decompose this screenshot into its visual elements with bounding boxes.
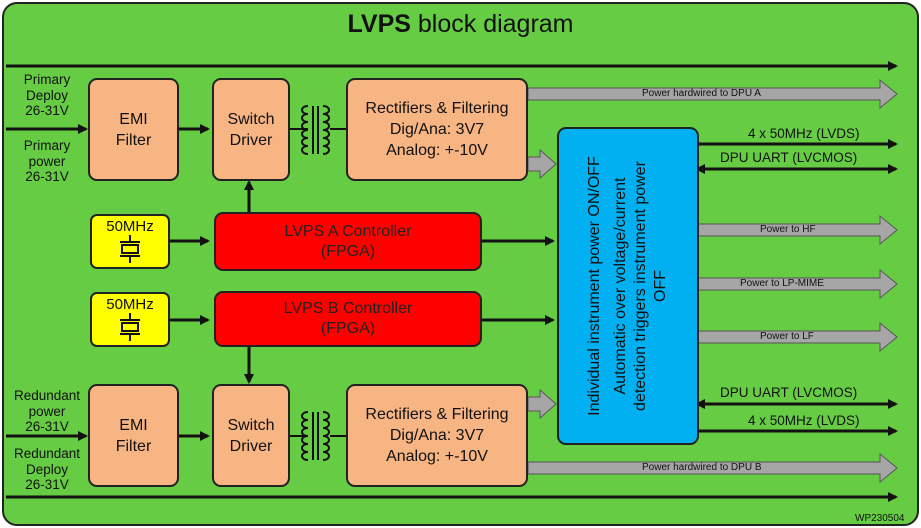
switch-driver-bottom: Switch Driver bbox=[212, 384, 290, 487]
label-redundant-power: Redundant power 26-31V bbox=[13, 388, 81, 434]
label-power-lf: Power to LF bbox=[760, 331, 814, 342]
label-power-hf: Power to HF bbox=[760, 224, 816, 235]
rectifiers-bottom-label: Rectifiers & Filtering Dig/Ana: 3V7 Anal… bbox=[365, 406, 509, 465]
transformer-bottom-icon bbox=[290, 411, 346, 461]
lvps-b-controller-label: LVPS B Controller (FPGA) bbox=[283, 300, 413, 337]
central-line-1: Individual instrument power ON/OFF bbox=[586, 156, 603, 416]
power-switching-unit: Individual instrument power ON/OFF Autom… bbox=[557, 127, 699, 445]
diagram-title: LVPS block diagram bbox=[0, 10, 921, 39]
fat-arrow-rect-top-to-central bbox=[527, 148, 557, 180]
oscillator-b: 50MHz bbox=[90, 292, 170, 347]
switch-driver-bottom-label: Switch Driver bbox=[227, 416, 275, 455]
power-switching-text: Individual instrument power ON/OFF Autom… bbox=[585, 131, 671, 441]
crystal-icon bbox=[120, 313, 140, 341]
oscillator-a-label: 50MHz bbox=[106, 218, 154, 235]
emi-filter-top: EMI Filter bbox=[88, 78, 179, 181]
emi-filter-bottom-label: EMI Filter bbox=[115, 416, 152, 455]
fat-arrow-rect-bottom-to-central bbox=[527, 388, 557, 420]
switch-driver-top-label: Switch Driver bbox=[227, 110, 275, 149]
oscillator-a: 50MHz bbox=[90, 214, 170, 269]
rectifiers-bottom: Rectifiers & Filtering Dig/Ana: 3V7 Anal… bbox=[346, 384, 528, 487]
lvps-a-controller-label: LVPS A Controller (FPGA) bbox=[284, 222, 412, 260]
title-rest: block diagram bbox=[410, 10, 574, 38]
label-lvds-bottom: 4 x 50MHz (LVDS) bbox=[748, 413, 860, 428]
crystal-icon bbox=[120, 235, 140, 263]
label-lvds-top: 4 x 50MHz (LVDS) bbox=[748, 126, 860, 141]
label-power-lp-mime: Power to LP-MIME bbox=[740, 278, 824, 289]
fat-arrow-dpu-b bbox=[527, 452, 898, 484]
label-uart-bottom: DPU UART (LVCMOS) bbox=[720, 385, 858, 400]
footer-code: WP230504 bbox=[855, 513, 905, 524]
transformer-top-icon bbox=[290, 105, 346, 155]
title-bold: LVPS bbox=[347, 10, 411, 38]
fat-arrow-lp-mime bbox=[697, 268, 898, 300]
switch-driver-top: Switch Driver bbox=[212, 78, 290, 181]
fat-arrow-lf bbox=[697, 321, 898, 353]
lvps-a-controller: LVPS A Controller (FPGA) bbox=[214, 212, 482, 271]
emi-filter-bottom: EMI Filter bbox=[88, 384, 179, 487]
label-uart-top: DPU UART (LVCMOS) bbox=[720, 150, 858, 165]
fat-arrow-dpu-a bbox=[527, 78, 898, 110]
label-primary-deploy: Primary Deploy 26-31V bbox=[23, 72, 71, 118]
label-power-dpu-a: Power hardwired to DPU A bbox=[642, 88, 761, 99]
rectifiers-top: Rectifiers & Filtering Dig/Ana: 3V7 Anal… bbox=[346, 78, 528, 181]
central-line-2: Automatic over voltage/current detection… bbox=[612, 161, 669, 411]
lvps-b-controller: LVPS B Controller (FPGA) bbox=[214, 291, 482, 347]
label-power-dpu-b: Power hardwired to DPU B bbox=[642, 462, 762, 473]
rectifiers-top-label: Rectifiers & Filtering Dig/Ana: 3V7 Anal… bbox=[365, 100, 509, 159]
fat-arrow-hf bbox=[697, 214, 898, 246]
oscillator-b-label: 50MHz bbox=[106, 296, 154, 313]
emi-filter-top-label: EMI Filter bbox=[115, 110, 152, 149]
label-primary-power: Primary power 26-31V bbox=[23, 138, 71, 184]
label-redundant-deploy: Redundant Deploy 26-31V bbox=[13, 446, 81, 492]
